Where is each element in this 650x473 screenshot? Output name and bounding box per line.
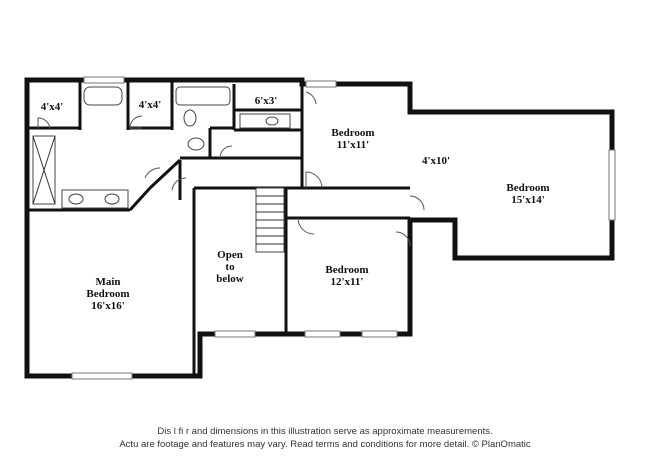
bedroom-b-name: Bedroom: [506, 182, 549, 194]
bedroom-a-dim: 11'x11': [337, 139, 369, 151]
disclaimer-line-1: Dis l fi r and dimensions in this illust…: [157, 426, 493, 437]
exterior-walls: [24, 77, 615, 379]
closet-right-dim: 4'x4': [139, 99, 162, 111]
bedroom-c-dim: 12'x11': [330, 276, 363, 288]
hall-closet-dim: 6'x3': [255, 95, 278, 107]
bedroom-c-name: Bedroom: [325, 264, 368, 276]
bedroom-a-name: Bedroom: [331, 127, 374, 139]
stairs: [255, 187, 285, 253]
open-below-line1: Open: [217, 249, 243, 261]
bedroom-b-dim: 15'x14': [511, 194, 545, 206]
disclaimer-line-2: Actu are footage and features may vary. …: [119, 439, 531, 450]
closet-left-dim: 4'x4': [41, 101, 64, 113]
main-bedroom-name: Main: [95, 276, 120, 288]
main-bedroom-name2: Bedroom: [86, 288, 129, 300]
bathroom-fixtures: [32, 86, 291, 209]
windows: [71, 76, 616, 380]
open-below-line3: below: [216, 273, 244, 285]
hall-dim: 4'x10': [422, 155, 450, 167]
main-bedroom-dim: 16'x16': [91, 300, 125, 312]
room-labels: 4'x4' 4'x4' 6'x3' Bedroom 11'x11' 4'x10'…: [41, 95, 550, 312]
open-below-line2: to: [225, 261, 235, 273]
doors: [37, 91, 425, 247]
